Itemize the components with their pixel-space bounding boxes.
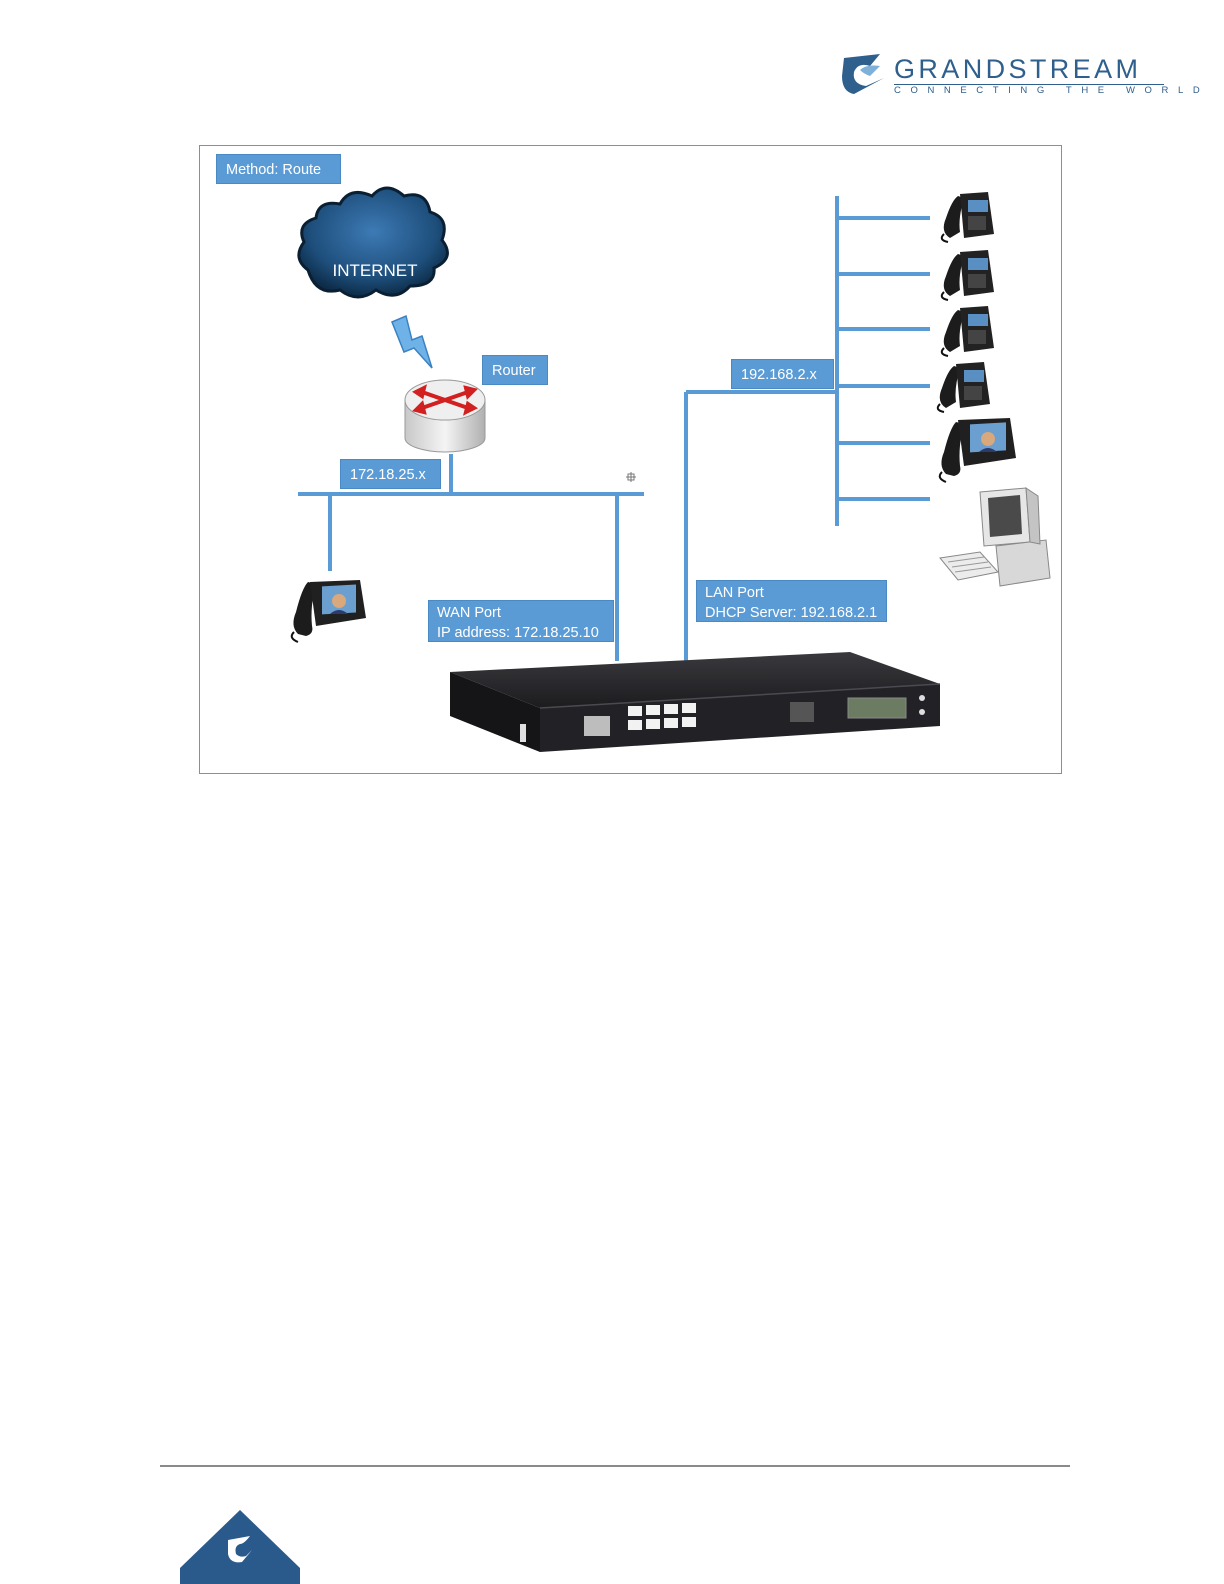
- wan-port-label: WAN Port IP address: 172.18.25.10: [428, 600, 614, 642]
- internet-cloud-icon: INTERNET: [299, 188, 448, 297]
- method-label: Method: Route: [216, 154, 341, 184]
- brand-tagline: CONNECTING THE WORLD: [894, 85, 1209, 96]
- wan-subnet-label: 172.18.25.x: [340, 459, 441, 489]
- brand-name: GRANDSTREAM: [894, 54, 1141, 85]
- ip-phone-icon: [942, 306, 994, 356]
- network-diagram: INTERNET: [199, 145, 1062, 774]
- lan-port-label: LAN Port DHCP Server: 192.168.2.1: [696, 580, 887, 622]
- lan-port-title: LAN Port: [705, 583, 878, 603]
- lan-port-dhcp: DHCP Server: 192.168.2.1: [705, 603, 878, 623]
- grandstream-logo-icon: [180, 1510, 300, 1584]
- wan-port-title: WAN Port: [437, 603, 605, 623]
- router-icon: [405, 380, 485, 452]
- footer-divider: [160, 1465, 1070, 1467]
- diagram-canvas: INTERNET: [200, 146, 1063, 775]
- video-phone-icon: [292, 580, 366, 642]
- ip-phone-icon: [942, 250, 994, 300]
- crosshair-icon: [626, 472, 636, 482]
- ip-phone-icon: [942, 192, 994, 242]
- wan-port-ip: IP address: 172.18.25.10: [437, 623, 605, 643]
- grandstream-logo: GRANDSTREAM CONNECTING THE WORLD: [840, 52, 1170, 104]
- video-phone-icon: [940, 418, 1016, 482]
- grandstream-logo-icon: [840, 52, 888, 96]
- lightning-icon: [392, 316, 432, 368]
- ip-phone-icon: [938, 362, 990, 412]
- cloud-label: INTERNET: [333, 261, 418, 280]
- pbx-appliance-icon: [450, 652, 940, 752]
- router-label: Router: [482, 355, 548, 385]
- desktop-computer-icon: [940, 488, 1050, 586]
- lan-subnet-label: 192.168.2.x: [731, 359, 834, 389]
